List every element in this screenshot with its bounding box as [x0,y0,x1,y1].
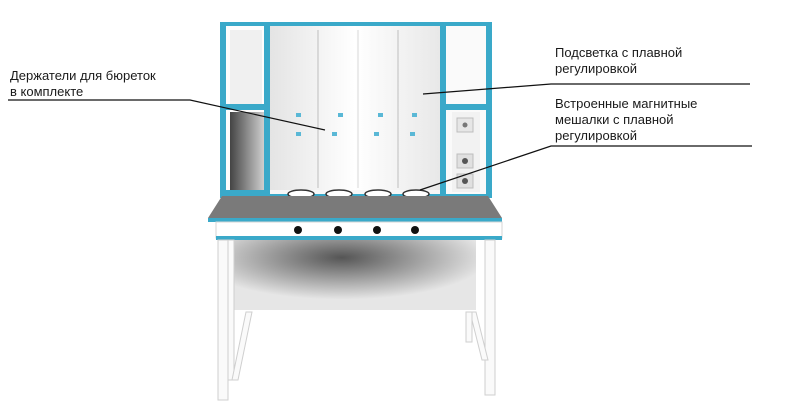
callout-backlight-line2: регулировкой [555,61,637,76]
stirrer-knobs [294,226,419,234]
callout-burette-line2: в комплекте [10,84,84,99]
leader-backlight [422,83,750,95]
callout-stirrers-line1: Встроенные магнитные [555,96,698,111]
callout-stirrers: Встроенные магнитные мешалки с плавной р… [555,96,697,144]
callout-burette-line1: Держатели для бюреток [10,68,156,83]
callout-backlight-line1: Подсветка с плавной [555,45,683,60]
callout-backlight: Подсветка с плавной регулировкой [555,45,682,77]
left-shelf-board [226,104,264,110]
leader-burette [8,99,326,131]
leader-stirrers [419,145,752,191]
burette-holders [296,113,417,136]
power-outlets [456,117,474,189]
table-legs [217,239,496,401]
modesty-panel [232,240,476,310]
superstructure [220,22,492,198]
right-shelf-board [446,104,486,110]
callout-leader-lines [8,83,752,191]
callout-burette-holders: Держатели для бюреток в комплекте [10,68,156,100]
worktop [208,196,503,240]
backlit-panel [270,26,440,190]
callout-stirrers-line2: мешалки с плавной [555,112,674,127]
callout-stirrers-line3: регулировкой [555,128,637,143]
